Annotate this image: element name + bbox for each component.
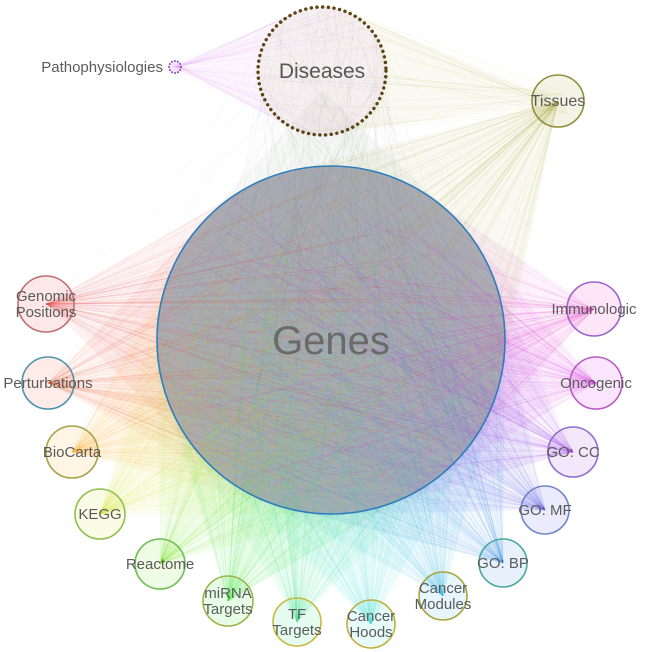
edge-washes (46, 7, 596, 624)
label-go-bp: GO: BP (477, 555, 529, 572)
node-tf-targets[interactable] (272, 597, 322, 647)
node-reactome[interactable] (134, 538, 186, 590)
node-kegg[interactable] (74, 488, 126, 540)
node-genomic-positions[interactable] (17, 275, 75, 333)
node-biocarta[interactable] (45, 425, 99, 479)
node-perturbations[interactable] (21, 356, 75, 410)
labels: Genes Diseases PathophysiologiesTissuesGen… (3, 59, 637, 641)
node-oncogenic[interactable] (569, 356, 623, 410)
node-go-mf[interactable] (520, 485, 570, 535)
node-tissues[interactable] (531, 74, 585, 128)
node-immunologic[interactable] (566, 281, 622, 337)
label-genes: Genes (272, 319, 390, 363)
nodes (17, 5, 623, 649)
disease-edges (45, 6, 600, 626)
label-immunologic: Immunologic (551, 301, 637, 318)
label-pathophysiologies: Pathophysiologies (41, 59, 163, 76)
label-biocarta: BioCarta (43, 444, 102, 461)
node-diseases[interactable] (256, 5, 388, 137)
node-pathophysiologies[interactable] (168, 60, 182, 74)
label-kegg: KEGG (78, 506, 121, 523)
edge-strands (45, 100, 597, 625)
label-perturbations: Perturbations (3, 375, 92, 392)
label-go-mf: GO: MF (518, 502, 571, 519)
label-oncogenic: Oncogenic (560, 375, 632, 392)
node-cancer-modules[interactable] (418, 571, 468, 621)
node-genes[interactable] (156, 165, 506, 515)
label-diseases: Diseases (279, 60, 365, 83)
label-go-cc: GO: CC (546, 444, 600, 461)
node-go-cc[interactable] (547, 426, 599, 478)
node-go-bp[interactable] (478, 538, 528, 588)
label-reactome: Reactome (126, 556, 194, 573)
node-mirna-targets[interactable] (202, 575, 254, 627)
node-cancer-hoods[interactable] (346, 599, 396, 649)
label-tissues: Tissues (531, 93, 586, 110)
